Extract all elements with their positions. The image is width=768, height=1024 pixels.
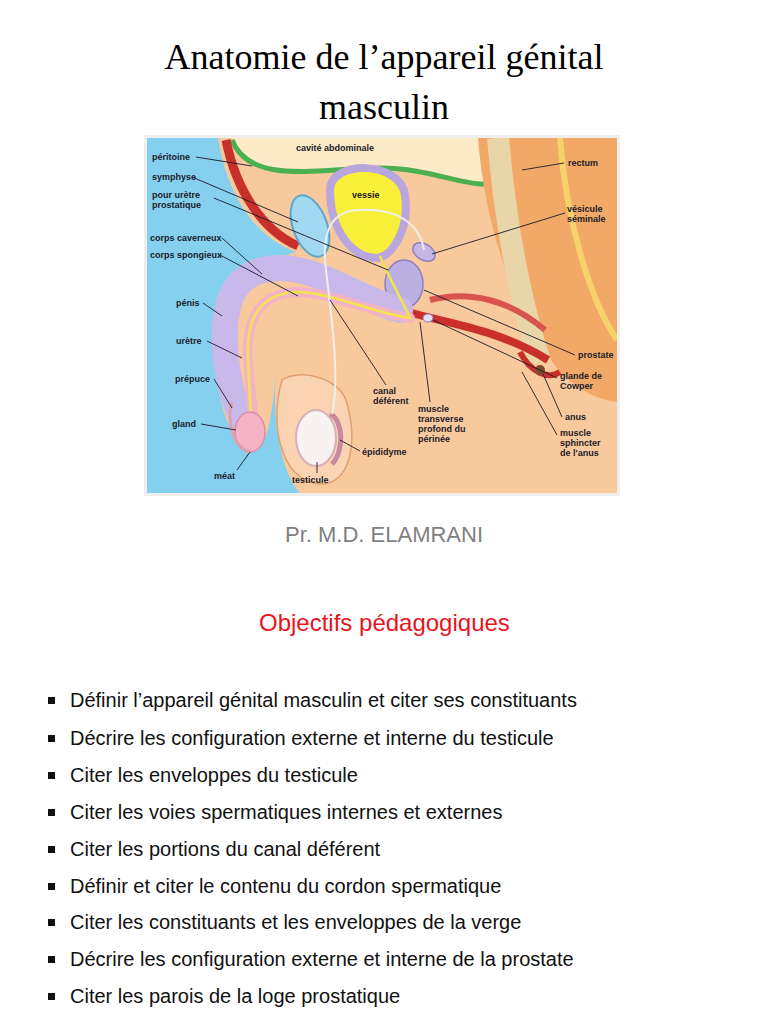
- anatomy-label: prépuce: [175, 374, 210, 384]
- section-heading: Objectifs pédagogiques: [259, 609, 510, 637]
- author-name: Pr. M.D. ELAMRANI: [285, 522, 483, 548]
- anatomy-label: méat: [214, 471, 235, 481]
- rectum: [498, 138, 540, 362]
- seminal-vesicle: [410, 239, 439, 265]
- bullet-marker: [48, 846, 55, 853]
- bullet-marker: [48, 735, 55, 742]
- sacrum: [560, 138, 617, 340]
- objective-item: Citer les voies spermatiques internes et…: [70, 800, 760, 824]
- scrotum: [277, 375, 352, 484]
- anatomy-label: gland: [172, 419, 196, 429]
- bullet-marker: [48, 697, 55, 704]
- anatomy-label: corps caverneux: [150, 233, 222, 243]
- anatomy-label: anus: [565, 412, 586, 422]
- anatomy-figure: [147, 138, 617, 493]
- objective-item: Définir et citer le contenu du cordon sp…: [70, 874, 760, 898]
- objective-item: Citer les enveloppes du testicule: [70, 763, 760, 787]
- objective-item: Citer les constituants et les enveloppes…: [70, 910, 760, 934]
- anatomy-label: canal déférent: [373, 386, 419, 406]
- frame-shadow: [144, 135, 620, 496]
- vas-deferens: [325, 210, 424, 414]
- anatomy-label: vessie: [352, 190, 380, 200]
- body-skin: [215, 138, 617, 493]
- epididymis: [330, 414, 341, 464]
- objective-item: Décrire les configuration externe et int…: [70, 947, 760, 971]
- anatomy-label: corps spongieux: [150, 250, 222, 260]
- anatomy-label: glande de Cowper: [560, 371, 610, 391]
- anatomy-label: urètre: [176, 336, 202, 346]
- anatomy-label: vésicule séminale: [567, 204, 615, 224]
- objective-item: Citer les portions du canal déférent: [70, 837, 760, 861]
- bullet-marker: [48, 993, 55, 1000]
- perineal-muscle: [430, 296, 545, 330]
- anatomy-label: épididyme: [362, 447, 407, 457]
- anatomy-label: testicule: [292, 475, 329, 485]
- anatomy-label: muscle transverse profond du périnée: [418, 404, 474, 444]
- anatomy-label: muscle sphincter de l'anus: [560, 428, 612, 458]
- testicle: [296, 410, 336, 466]
- anatomy-label: rectum: [568, 158, 598, 168]
- bladder: [330, 168, 406, 258]
- prepuce: [230, 402, 250, 452]
- anatomy-label: symphyse: [152, 172, 196, 182]
- anatomy-label: péritoine: [152, 152, 190, 162]
- bullet-marker: [48, 883, 55, 890]
- bullet-marker: [48, 956, 55, 963]
- objective-item: Définir l’appareil génital masculin et c…: [70, 688, 760, 712]
- objective-item: Citer les parois de la loge prostatique: [70, 984, 760, 1008]
- objective-item: Décrire les configuration externe et int…: [70, 726, 760, 750]
- bullet-marker: [48, 919, 55, 926]
- anatomy-label: pour urètre prostatique: [152, 190, 214, 210]
- anatomy-label: prostate: [578, 350, 614, 360]
- slide-title: Anatomie de l’appareil génital masculin: [164, 32, 604, 132]
- abdominal-muscle: [226, 140, 298, 246]
- cowper-gland: [423, 314, 433, 322]
- bullet-marker: [48, 772, 55, 779]
- bullet-marker: [48, 809, 55, 816]
- background: [147, 138, 617, 493]
- leader-lines: [192, 157, 575, 473]
- anatomy-label: cavité abdominale: [296, 143, 374, 153]
- buttock: [478, 138, 617, 402]
- anatomy-label: pénis: [176, 298, 200, 308]
